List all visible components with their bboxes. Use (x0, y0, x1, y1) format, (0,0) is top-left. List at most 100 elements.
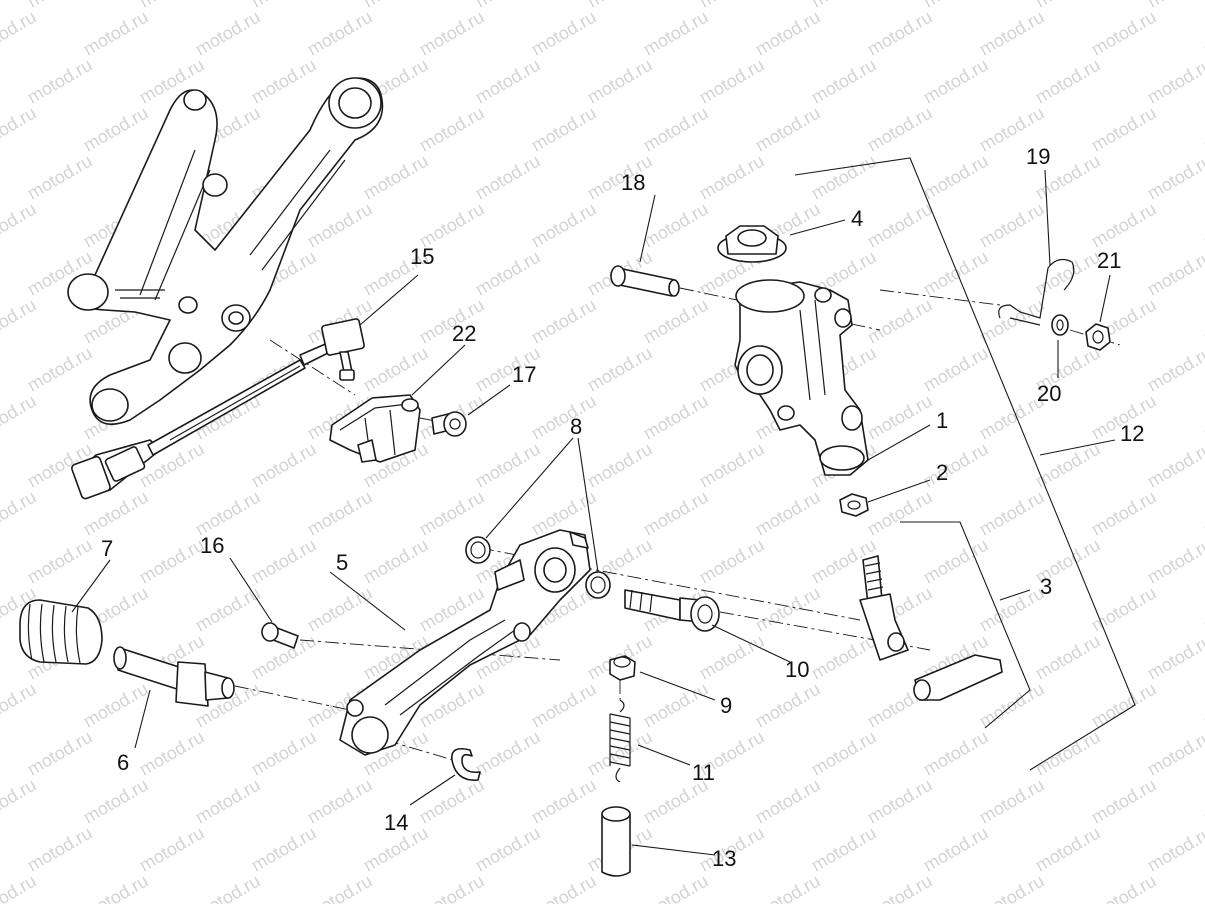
watermark-text: motod.ru (1200, 7, 1205, 60)
watermark-text: motod.ru (864, 7, 936, 60)
watermark-text: motod.ru (640, 199, 712, 252)
callout-5: 5 (336, 550, 348, 575)
watermark-text: motod.ru (360, 343, 432, 396)
watermark-text: motod.ru (248, 727, 320, 780)
watermark-text: motod.ru (752, 871, 824, 904)
watermark-text: motod.ru (920, 247, 992, 300)
o-rings-8 (465, 536, 611, 599)
watermark-text: motod.ru (472, 55, 544, 108)
watermark-text: motod.ru (920, 823, 992, 876)
watermark-text: motod.ru (1088, 7, 1160, 60)
watermark-text: motod.ru (1032, 727, 1104, 780)
brake-pedal (339, 529, 591, 756)
watermark-text: motod.ru (1144, 151, 1205, 204)
watermark-text: motod.ru (640, 391, 712, 444)
watermark-text: motod.ru (696, 631, 768, 684)
watermark-text: motod.ru (24, 0, 96, 11)
watermark-text: motod.ru (304, 7, 376, 60)
watermark-text: motod.ru (752, 7, 824, 60)
watermark-text: motod.ru (752, 103, 824, 156)
watermark-text: motod.ru (1200, 679, 1205, 732)
watermark-text: motod.ru (192, 775, 264, 828)
watermark-text: motod.ru (1088, 583, 1160, 636)
watermark-text: motod.ru (472, 0, 544, 11)
screw-9 (609, 655, 636, 681)
watermark-text: motod.ru (696, 439, 768, 492)
watermark-text: motod.ru (696, 535, 768, 588)
watermark-text: motod.ru (1144, 631, 1205, 684)
watermark-text: motod.ru (752, 679, 824, 732)
watermark-text: motod.ru (24, 535, 96, 588)
watermark-text: motod.ru (584, 55, 656, 108)
callout-22: 22 (452, 321, 476, 346)
watermark-text: motod.ru (1200, 391, 1205, 444)
watermark-text: motod.ru (1200, 871, 1205, 904)
brake-light-switch (71, 318, 365, 500)
callout-16: 16 (200, 533, 224, 558)
switch-bracket (329, 394, 421, 463)
watermark-text: motod.ru (640, 679, 712, 732)
watermark-text: motod.ru (1088, 871, 1160, 904)
watermark-text: motod.ru (360, 535, 432, 588)
watermark-text: motod.ru (528, 7, 600, 60)
watermark-text: motod.ru (1144, 0, 1205, 11)
watermark-text: motod.ru (192, 871, 264, 904)
watermark-text: motod.ru (472, 151, 544, 204)
footpeg-rubber (19, 599, 103, 665)
watermark-text: motod.ru (192, 487, 264, 540)
callout-9: 9 (720, 693, 732, 718)
watermark-text: motod.ru (416, 871, 488, 904)
callout-19: 19 (1026, 144, 1050, 169)
watermark-text: motod.ru (976, 583, 1048, 636)
watermark-text: motod.ru (1200, 775, 1205, 828)
push-rod-clevis (859, 555, 1003, 701)
watermark-text: motod.ru (304, 583, 376, 636)
watermark-text: motod.ru (528, 295, 600, 348)
watermark-text: motod.ru (1032, 631, 1104, 684)
watermark-text: motod.ru (920, 0, 992, 11)
callout-1: 1 (936, 408, 948, 433)
watermark-text: motod.ru (80, 7, 152, 60)
watermark-text: motod.ru (584, 343, 656, 396)
watermark-text: motod.ru (136, 0, 208, 11)
watermark-text: motod.ru (976, 199, 1048, 252)
watermark-text: motod.ru (0, 103, 40, 156)
callout-8: 8 (570, 414, 582, 439)
watermark-text: motod.ru (80, 103, 152, 156)
watermark-text: motod.ru (528, 871, 600, 904)
callout-14: 14 (384, 810, 408, 835)
watermark-text: motod.ru (976, 775, 1048, 828)
callout-2: 2 (936, 460, 948, 485)
watermark-text: motod.ru (976, 871, 1048, 904)
watermark-text: motod.ru (472, 247, 544, 300)
watermark-text: motod.ru (528, 199, 600, 252)
watermark-text: motod.ru (1200, 487, 1205, 540)
reservoir-cap (717, 225, 787, 263)
callout-17: 17 (512, 362, 536, 387)
watermark-text: motod.ru (864, 391, 936, 444)
watermark-text: motod.ru (752, 583, 824, 636)
watermark-text: motod.ru (920, 535, 992, 588)
watermark-text: motod.ru (192, 583, 264, 636)
watermark-text: motod.ru (1032, 823, 1104, 876)
watermark-text: motod.ru (864, 295, 936, 348)
watermark-text: motod.ru (976, 487, 1048, 540)
footpeg-bracket (67, 77, 384, 426)
washer-20 (1051, 314, 1069, 336)
watermark-text: motod.ru (1200, 199, 1205, 252)
watermark-text: motod.ru (640, 7, 712, 60)
watermark-text: motod.ru (584, 727, 656, 780)
pivot-bolt-10 (624, 589, 720, 632)
watermark-text: motod.ru (360, 151, 432, 204)
watermark-text: motod.ru (248, 439, 320, 492)
watermark-text: motod.ru (640, 295, 712, 348)
watermark-text: motod.ru (976, 295, 1048, 348)
watermark-text: motod.ru (584, 0, 656, 11)
watermark-text: motod.ru (472, 727, 544, 780)
watermark-text: motod.ru (1144, 343, 1205, 396)
watermark-text: motod.ru (416, 7, 488, 60)
watermark-text: motod.ru (24, 823, 96, 876)
watermark-text: motod.ru (360, 0, 432, 11)
watermark-text: motod.ru (1144, 823, 1205, 876)
watermark-text: motod.ru (864, 487, 936, 540)
